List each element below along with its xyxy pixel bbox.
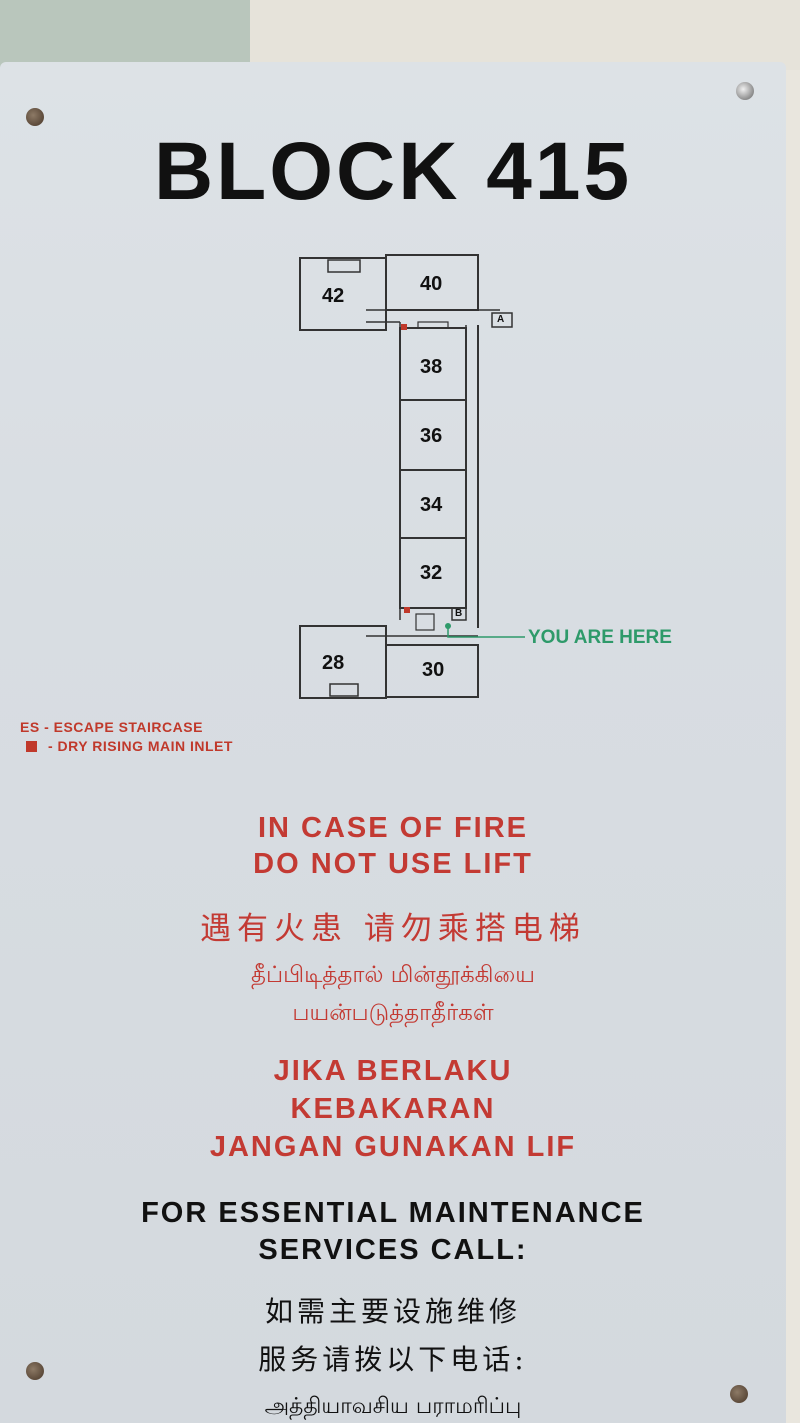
lift-a-label: A — [497, 314, 505, 325]
screw-icon — [730, 1385, 748, 1403]
lift-a-box — [491, 312, 513, 328]
unit-label: 32 — [420, 562, 443, 584]
fire-warning-ta-1: தீப்பிடித்தால் மின்தூக்கியை — [251, 962, 535, 988]
unit-label: 38 — [420, 356, 443, 378]
lift-b-label: B — [455, 608, 463, 619]
fire-safety-sign — [0, 62, 786, 1423]
inlet-legend-icon — [26, 741, 37, 752]
unit-label: 30 — [422, 659, 445, 681]
fire-warning-en-2: DO NOT USE LIFT — [253, 848, 533, 880]
maintenance-cn-2: 服务请拨以下电话: — [258, 1343, 528, 1376]
unit-label: 42 — [322, 285, 345, 307]
fire-warning-en-1: IN CASE OF FIRE — [257, 812, 529, 844]
block-title: BLOCK 415 — [153, 126, 633, 217]
unit-label: 40 — [420, 273, 443, 295]
maintenance-en-2: SERVICES CALL: — [258, 1234, 528, 1266]
screw-icon — [26, 108, 44, 126]
escape-staircase — [415, 613, 435, 631]
wall-top — [250, 0, 800, 70]
legend-inlet: - DRY RISING MAIN INLET — [48, 738, 233, 754]
wall-right-edge — [786, 70, 800, 1423]
maintenance-en-1: FOR ESSENTIAL MAINTENANCE — [141, 1197, 645, 1229]
fire-warning-cn: 遇有火患 请勿乘搭电梯 — [200, 911, 586, 947]
unit-label: 34 — [420, 494, 443, 516]
fire-warning-ta-2: பயன்படுத்தாதீர்கள் — [292, 1000, 494, 1026]
fire-warning-ms-1: JIKA BERLAKU — [273, 1055, 513, 1087]
unit-32-outline — [399, 537, 467, 609]
legend-escape: ES - ESCAPE STAIRCASE — [20, 719, 203, 735]
unit-label: 36 — [420, 425, 443, 447]
lift-b-box — [451, 607, 467, 621]
floor-plan — [299, 254, 525, 699]
maintenance-cn-1: 如需主要设施维修 — [264, 1295, 521, 1328]
fire-warning-ms-3: JANGAN GUNAKAN LIF — [209, 1131, 577, 1163]
fire-warning-ms-2: KEBAKARAN — [290, 1093, 496, 1125]
screw-icon — [736, 82, 754, 100]
unit-label: 28 — [322, 652, 345, 674]
screw-icon — [26, 1362, 44, 1380]
maintenance-ta: அத்தியாவசிய பராமரிப்பு — [264, 1394, 522, 1419]
you-are-here-label: YOU ARE HERE — [528, 627, 672, 648]
